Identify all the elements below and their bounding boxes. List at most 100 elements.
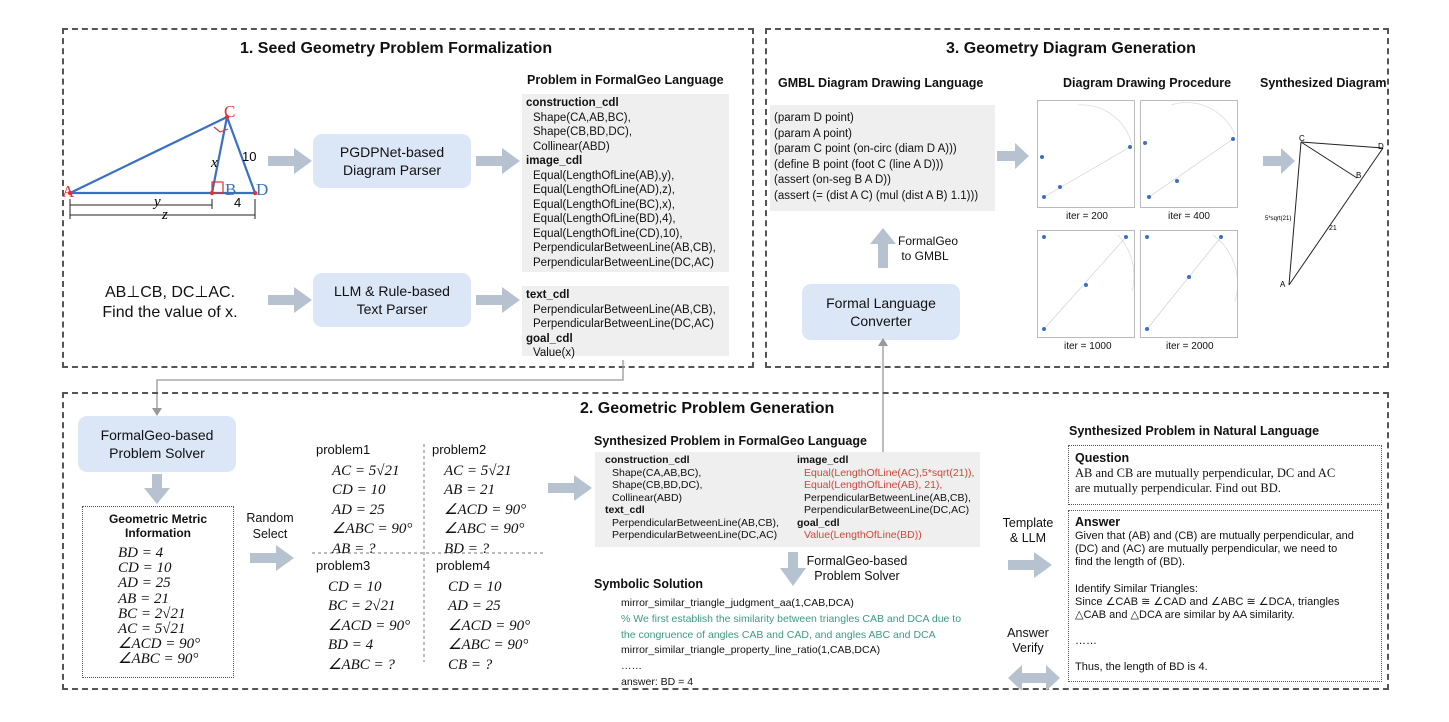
metric-line: CD = 10 — [118, 560, 172, 577]
goal-cdl-head: goal_cdl — [526, 332, 573, 345]
gmbl-line: (param A point) — [774, 127, 852, 140]
solver-line2: Problem Solver — [109, 445, 205, 461]
template-llm-1: Template — [1002, 516, 1054, 530]
problem2-line: AB = 21 — [444, 482, 495, 498]
panel-problem-generation — [62, 392, 1389, 690]
iteration-plot-200 — [1037, 100, 1135, 208]
synth-diagram-title: Synthesized Diagram — [1260, 76, 1387, 90]
answer-box — [1068, 510, 1382, 682]
synth-label-A: A — [1280, 280, 1286, 289]
iter-label: iter = 2000 — [1166, 341, 1214, 352]
iter-label: iter = 200 — [1066, 211, 1108, 222]
problem1-block: problem1 AC = 5√21 CD = 10 AD = 25 ∠ABC … — [316, 440, 412, 559]
template-llm-2: & LLM — [1009, 531, 1047, 545]
sf-goal-head: goal_cdl — [797, 516, 840, 529]
arrow-diagram-to-parser — [268, 148, 312, 174]
problem4-line: ∠ACD = 90° — [448, 617, 531, 634]
label-x: x — [210, 155, 218, 171]
image-cdl-line: Equal(LengthOfLine(CD),10), — [533, 227, 683, 240]
answer-line: Identify Similar Triangles: — [1075, 582, 1198, 595]
solver2-line2: Problem Solver — [814, 569, 900, 583]
metric-line: BC = 2√21 — [118, 605, 186, 622]
metric-title-1: Geometric Metric — [108, 512, 208, 526]
image-cdl-line: Equal(LengthOfLine(BD),4), — [533, 213, 676, 225]
answer-line: Since ∠CAB ≅ ∠CAD and ∠ABC ≅ ∠DCA, trian… — [1075, 595, 1340, 608]
gmbl-line: (assert (on-seg B A D)) — [774, 174, 891, 186]
question-line: are mutually perpendicular. Find out BD. — [1075, 481, 1281, 495]
sf-goal-line: Value(LengthOfLine(BD)) — [804, 529, 922, 541]
problem4-name: problem4 — [436, 558, 491, 573]
image-cdl-line: PerpendicularBetweenLine(DC,AC) — [533, 256, 714, 269]
problem1-name: problem1 — [316, 442, 371, 457]
synth-label-ac: 5*sqrt(21) — [1265, 216, 1291, 222]
problem2-name: problem2 — [432, 442, 487, 457]
formalgeo-text-block: text_cdl PerpendicularBetweenLine(AB,CB)… — [522, 286, 729, 359]
arrow-gmbl-to-procedure — [997, 143, 1029, 169]
text-parser-box: LLM & Rule-based Text Parser — [313, 273, 471, 327]
metric-line: AC = 5√21 — [118, 621, 186, 638]
diagram-parser-line1: PGDPNet-based — [339, 144, 445, 160]
text-parser-line2: Text Parser — [356, 301, 428, 317]
arrow-procedure-to-synth — [1263, 148, 1295, 174]
answer-line: find the length of (BD). — [1075, 556, 1186, 569]
arrow-metrics-to-problems — [250, 545, 294, 571]
random-select-1: Random — [246, 511, 294, 525]
sf-text-head: text_cdl — [605, 504, 645, 516]
answer-line: (DC) and (AC) are mutually perpendicular… — [1075, 543, 1338, 556]
text-cdl-line: PerpendicularBetweenLine(AB,CB), — [533, 303, 716, 316]
goal-cdl-line: Value(x) — [533, 347, 575, 359]
symbolic-comment-line: the congruence of angles CAB and CAD, an… — [621, 628, 936, 641]
seed-triangle-diagram: A C B D x 10 4 y z — [62, 105, 268, 223]
problem1-line: ∠ABC = 90° — [332, 521, 413, 537]
problem3-line: BC = 2√21 — [328, 598, 396, 614]
image-cdl-line: PerpendicularBetweenLine(AB,CB), — [533, 242, 716, 254]
seed-problem-text: AB⊥CB, DC⊥AC. Find the value of x. — [90, 283, 250, 323]
gmbl-line: (param D point) — [774, 112, 854, 124]
symbolic-line: mirror_similar_triangle_judgment_aa(1,CA… — [621, 597, 854, 609]
problem4-block: problem4 CD = 10 AD = 25 ∠ACD = 90° ∠ABC… — [436, 556, 530, 675]
sf-image-head: image_cdl — [797, 454, 849, 466]
solver-box: FormalGeo-based Problem Solver — [78, 416, 236, 472]
sf-right-column: image_cdl Equal(LengthOfLine(AC),5*sqrt(… — [797, 454, 974, 542]
question-head: Question — [1075, 451, 1130, 465]
converter-line2: Converter — [850, 313, 912, 329]
panel2-title: 2. Geometric Problem Generation — [580, 400, 835, 417]
iteration-plot-2000 — [1140, 230, 1239, 338]
symbolic-comment-line: % We first establish the similarity betw… — [621, 612, 962, 625]
sf-text-line: PerpendicularBetweenLine(DC,AC) — [612, 529, 778, 541]
synth-label-C: C — [1299, 134, 1305, 143]
symbolic-title: Symbolic Solution — [594, 577, 704, 591]
panel-diagram-generation — [765, 28, 1389, 368]
label-10: 10 — [242, 149, 256, 164]
synth-label-ab: 21 — [1329, 225, 1337, 232]
problem3-line: ∠ACD = 90° — [328, 617, 411, 634]
metric-line: ∠ABC = 90° — [118, 651, 199, 668]
formalgeo-image-block: construction_cdl Shape(CA,AB,BC), Shape(… — [522, 94, 729, 272]
iter-label: iter = 400 — [1168, 211, 1210, 222]
problem2-line: ∠ABC = 90° — [444, 521, 525, 537]
metric-lines: BD = 4 CD = 10 AD = 25 AB = 21 BC = 2√21… — [118, 545, 200, 668]
panel3-title: 3. Geometry Diagram Generation — [946, 40, 1196, 57]
problem3-name: problem3 — [316, 558, 371, 573]
arrow-parser-to-formal — [476, 148, 520, 174]
convert-label-2: to GMBL — [901, 249, 949, 263]
random-select-2: Select — [252, 527, 288, 541]
answer-spacer — [1075, 622, 1354, 635]
sf-image-line: PerpendicularBetweenLine(DC,AC) — [804, 504, 970, 516]
problem4-line: ∠ABC = 90° — [448, 637, 529, 653]
gmbl-line: (param C point (on-circ (diam D A))) — [774, 143, 957, 155]
construction-line: Shape(CB,BD,DC), — [533, 126, 633, 138]
sf-construction-head: construction_cdl — [605, 454, 690, 466]
problem-line-1: AB⊥CB, DC⊥AC. — [104, 284, 236, 301]
sf-construction-line: Shape(CB,BD,DC), — [612, 479, 703, 491]
template-llm-label: Template & LLM — [1000, 516, 1056, 546]
random-select-label: Random Select — [245, 510, 295, 542]
sf-image-red-line: Equal(LengthOfLine(AB), 21), — [804, 479, 943, 491]
connector-formal-to-solver — [152, 360, 624, 416]
label-4: 4 — [234, 195, 241, 210]
arrow-solver-to-metrics — [144, 474, 170, 504]
metric-line: AD = 25 — [118, 575, 171, 592]
answer-verify-double-arrow — [1008, 665, 1060, 691]
problem3-line: CD = 10 — [328, 578, 382, 595]
metric-title: Geometric Metric Information — [86, 512, 230, 540]
